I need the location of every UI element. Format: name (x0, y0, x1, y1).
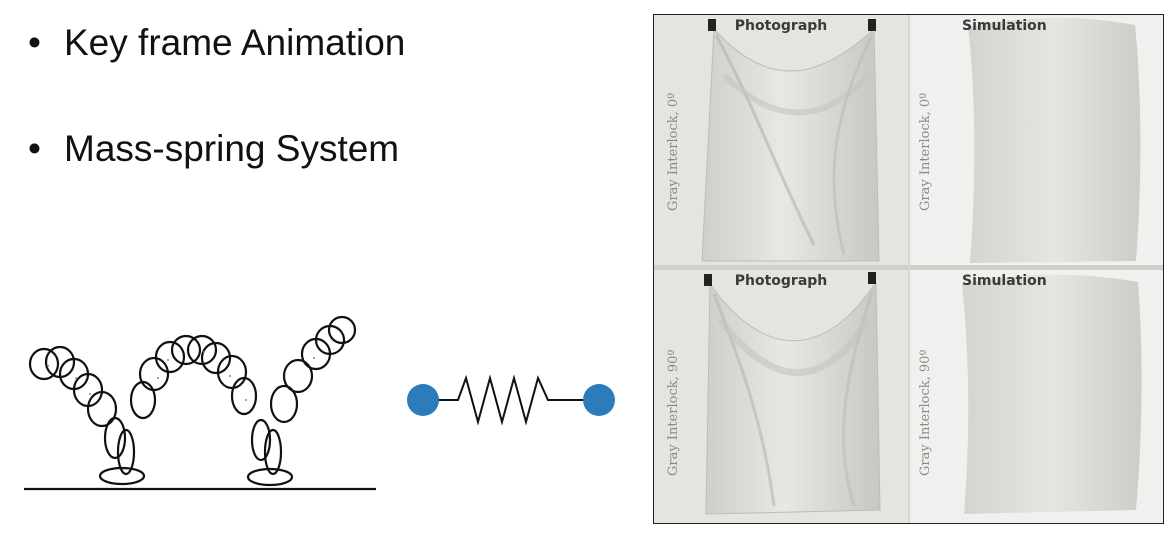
ball-frame (246, 467, 294, 487)
draped-fabric-simulation (962, 274, 1142, 514)
ball-frame (250, 418, 272, 462)
bullet-text-keyframe: Key frame Animation (64, 22, 406, 63)
cell-title: Simulation (962, 273, 1047, 289)
ball-frame (154, 340, 186, 374)
ball-frame (116, 428, 136, 476)
ball-frame (263, 428, 283, 476)
ball-frame (86, 390, 118, 428)
mass-spring-diagram (407, 374, 615, 426)
cloth-comparison-panel: Photograph Gray Interlock, 0º Simulation… (653, 14, 1164, 524)
ball-frame (216, 354, 248, 390)
ball-frame (327, 315, 357, 345)
cell-side-label: Gray Interlock, 0º (666, 92, 681, 211)
panel-divider (908, 15, 910, 523)
ball-frame (138, 356, 170, 392)
bullet-marker: • (28, 22, 41, 63)
bullet-item: • Mass-spring System (28, 128, 399, 170)
photo-cell-90deg: Photograph Gray Interlock, 90º (654, 270, 908, 523)
cell-side-label: Gray Interlock, 90º (918, 349, 933, 476)
cell-side-label: Gray Interlock, 0º (918, 92, 933, 211)
ball-frame (103, 416, 127, 460)
simulation-cell-0deg: Simulation Gray Interlock, 0º (910, 15, 1163, 265)
draped-fabric-photo (701, 19, 880, 262)
spring-coil (446, 374, 588, 426)
draped-fabric-simulation (968, 17, 1141, 264)
cell-side-label: Gray Interlock, 90º (666, 349, 681, 476)
draped-fabric-photo (704, 272, 881, 515)
simulation-cell-90deg: Simulation Gray Interlock, 90º (910, 270, 1163, 523)
ball-frame (269, 384, 299, 424)
bullet-item: • Key frame Animation (28, 22, 405, 64)
ball-frame (28, 347, 60, 381)
mass-left (407, 384, 439, 416)
ball-frame (129, 380, 157, 420)
cell-title: Photograph (734, 273, 828, 289)
bouncing-ball-sketch (24, 315, 376, 491)
ball-frame (98, 466, 146, 486)
photo-cell-0deg: Photograph Gray Interlock, 0º (654, 15, 908, 265)
cell-title: Photograph (734, 18, 828, 34)
ball-frame (200, 341, 232, 375)
ball-frame (230, 376, 258, 416)
ball-frame (170, 334, 202, 366)
cell-title: Simulation (962, 18, 1047, 34)
bullet-marker: • (28, 128, 41, 169)
ball-frame (282, 358, 314, 394)
bullet-text-mass-spring: Mass-spring System (64, 128, 400, 169)
mass-right (583, 384, 615, 416)
